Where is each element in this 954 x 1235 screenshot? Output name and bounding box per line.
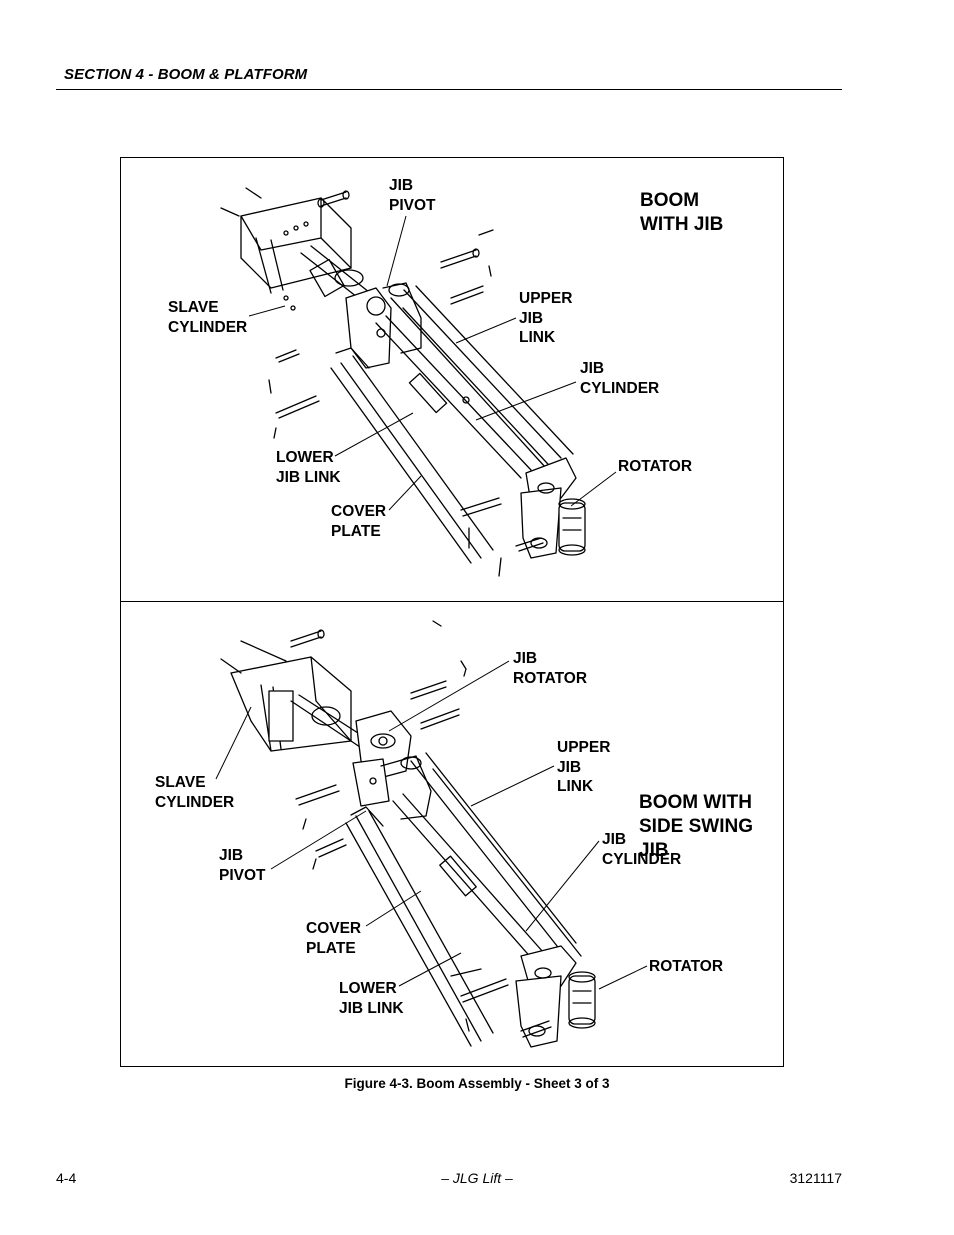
label-jib-pivot: JIB PIVOT xyxy=(389,177,436,214)
label-rotator-2: ROTATOR xyxy=(649,958,724,975)
header-rule xyxy=(56,89,842,90)
label-slave-cylinder-2: SLAVE CYLINDER xyxy=(155,774,235,811)
label-cover-plate-2: COVER PLATE xyxy=(306,920,362,957)
label-cover-plate: COVER PLATE xyxy=(331,503,387,540)
panel-title-boom-with-jib: BOOM WITH JIB xyxy=(640,190,724,235)
footer-center-text: – JLG Lift – xyxy=(441,1170,513,1186)
label-lower-jib-link: LOWER JIB LINK xyxy=(276,449,341,486)
label-rotator: ROTATOR xyxy=(618,458,693,475)
footer-doc-number: 3121117 xyxy=(789,1170,842,1186)
boom-with-jib-drawing xyxy=(220,187,586,577)
figure-caption: Figure 4-3. Boom Assembly - Sheet 3 of 3 xyxy=(344,1076,610,1091)
figure-frame: BOOM WITH JIB JIB PIVOT SLAVE CYLINDER U… xyxy=(120,157,784,1067)
label-upper-jib-link-2: UPPER JIB LINK xyxy=(557,739,611,795)
label-lower-jib-link-2: LOWER JIB LINK xyxy=(339,980,404,1017)
label-jib-cylinder: JIB CYLINDER xyxy=(580,360,660,397)
panel-boom-with-side-swing-jib: BOOM WITH SIDE SWING JIB JIB ROTATOR UPP… xyxy=(121,601,783,1066)
label-jib-rotator: JIB ROTATOR xyxy=(513,650,588,687)
label-upper-jib-link: UPPER JIB LINK xyxy=(519,290,573,346)
footer-page-number: 4-4 xyxy=(56,1170,77,1186)
panel-boom-with-jib: BOOM WITH JIB JIB PIVOT SLAVE CYLINDER U… xyxy=(121,158,783,602)
panel-title-side-swing-jib: BOOM WITH SIDE SWING JIB xyxy=(639,792,754,861)
section-header: SECTION 4 - BOOM & PLATFORM xyxy=(64,66,308,83)
label-jib-cylinder-2: JIB CYLINDER xyxy=(602,831,682,868)
label-slave-cylinder: SLAVE CYLINDER xyxy=(168,299,248,336)
label-jib-pivot-2: JIB PIVOT xyxy=(219,847,266,884)
